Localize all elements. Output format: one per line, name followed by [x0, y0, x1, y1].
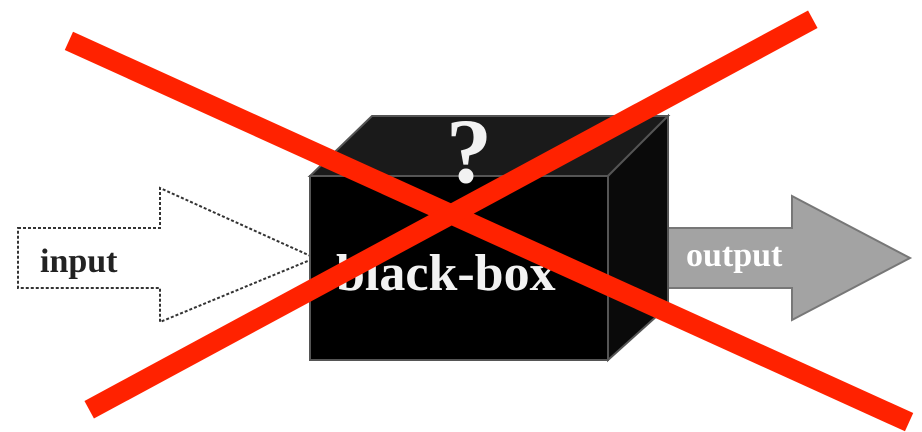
output-arrow: output — [636, 196, 910, 320]
input-label: input — [40, 243, 118, 280]
output-label: output — [686, 237, 783, 274]
